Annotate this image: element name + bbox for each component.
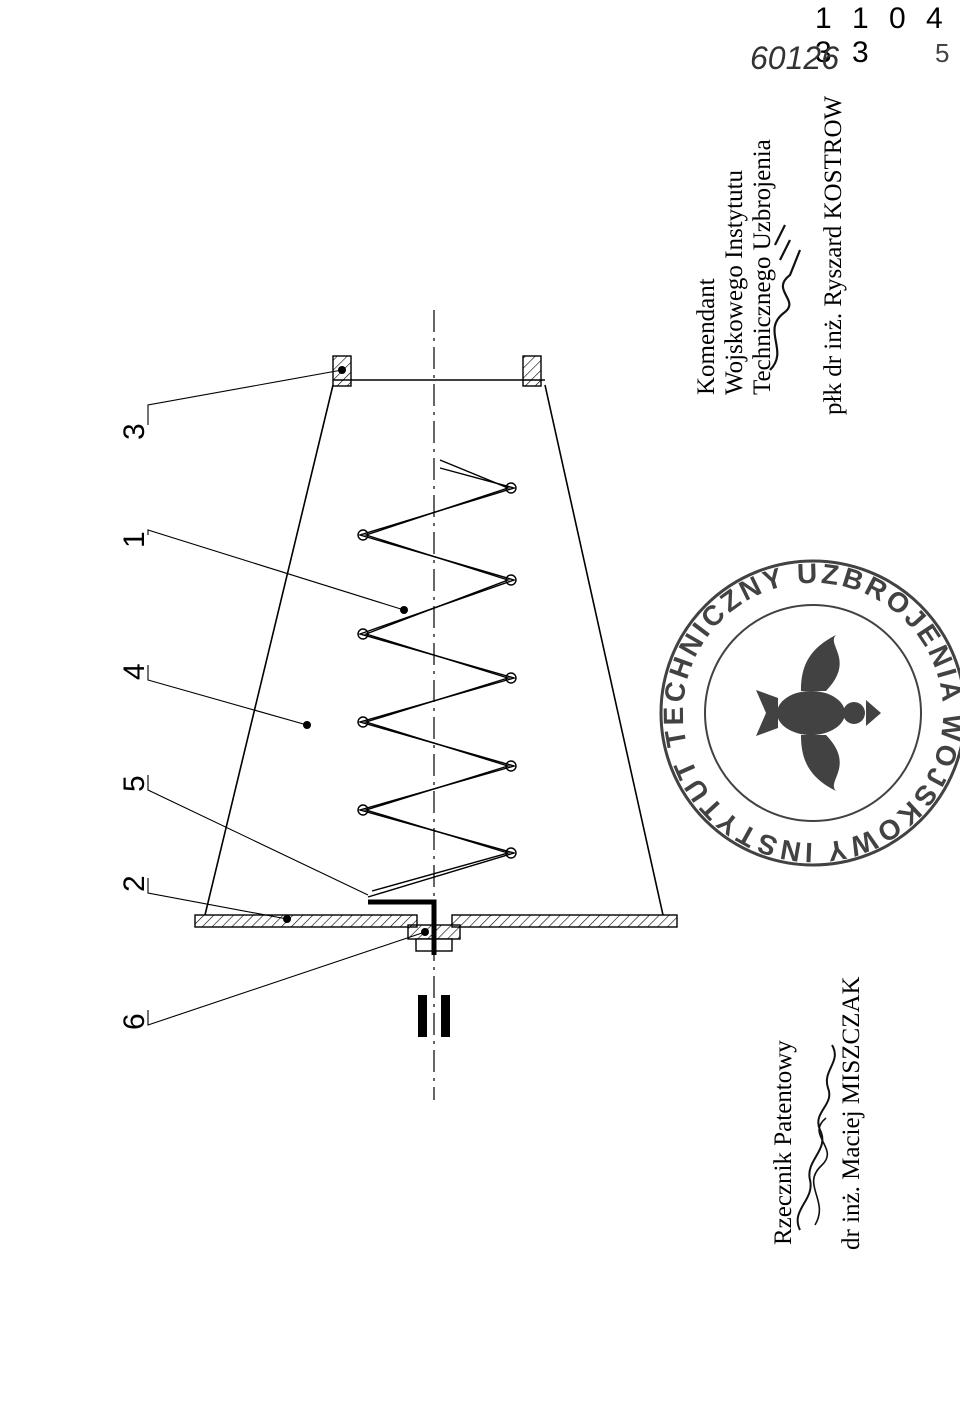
part-label-4: 4 (118, 663, 151, 680)
part-label-3: 3 (118, 423, 151, 440)
patent-attorney-title: Rzecznik Patentowy (770, 1040, 797, 1245)
commander-line3: Technicznego Uzbrojenia (749, 139, 776, 395)
part-label-2: 2 (118, 875, 151, 892)
top-flange (332, 355, 542, 387)
patent-attorney-name: dr inż. Maciej MISZCZAK (838, 976, 865, 1250)
helix-coil (357, 459, 517, 898)
connector (368, 899, 461, 955)
sheet-mark: 5 (935, 38, 950, 68)
base-plate (194, 914, 678, 928)
leader-lines (147, 369, 426, 1026)
right-signature-name-block: płk dr inż. Ryszard KOSTROW (820, 96, 848, 415)
horn-outline (204, 379, 664, 916)
left-signature-block: Rzecznik Patentowy (770, 1040, 798, 1245)
commander-line2: Wojskowego Instytutu (721, 169, 748, 395)
commander-name: płk dr inż. Ryszard KOSTROW (820, 95, 847, 415)
handwritten-code: 60126 (750, 40, 839, 76)
right-signature-block: Komendant Wojskowego Instytutu Techniczn… (693, 139, 777, 395)
part-label-6: 6 (118, 1013, 151, 1030)
part-label-1: 1 (118, 531, 151, 548)
left-signature-name-block: dr inż. Maciej MISZCZAK (838, 976, 866, 1250)
patent-number: 1 1 0 4 3 3 (815, 2, 949, 69)
commander-line1: Komendant (693, 278, 720, 395)
part-label-5: 5 (118, 775, 151, 792)
